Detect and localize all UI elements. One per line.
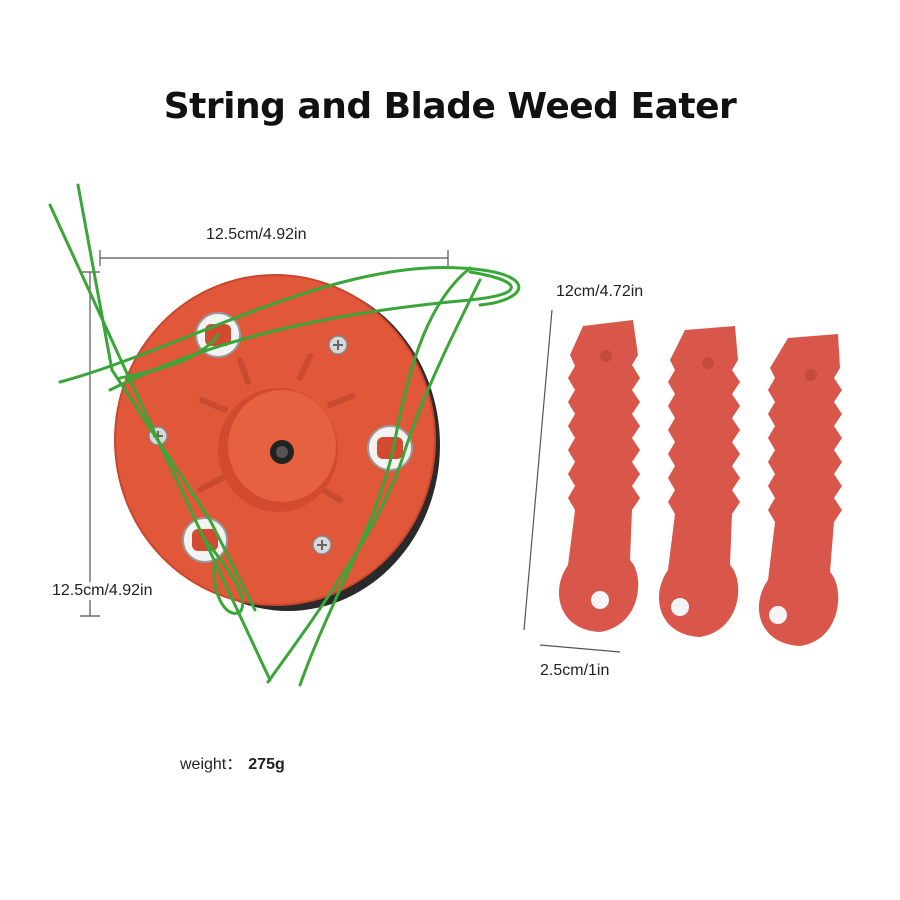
weight-label: weight：	[180, 756, 243, 773]
blade-length-dimension-line	[523, 309, 553, 631]
product-title: String and Blade Weed Eater	[163, 86, 737, 127]
replacement-blade	[758, 334, 842, 646]
weight-value: 275g	[248, 756, 285, 773]
spool-width-label: 12.5cm/4.92in	[206, 226, 307, 243]
blade-length-label: 12cm/4.72in	[556, 283, 644, 300]
weight-info: weight： 275g	[180, 750, 285, 774]
trimmer-spool	[114, 274, 440, 611]
trimmer-line	[48, 183, 521, 687]
blade-width-dimension-line	[539, 644, 621, 653]
spool-height-dimension-line	[80, 271, 100, 617]
spool-height-label: 12.5cm/4.92in	[52, 582, 153, 600]
spool-width-dimension-line	[99, 250, 449, 266]
blade-width-label: 2.5cm/1in	[540, 662, 610, 679]
replacement-blade	[658, 326, 740, 637]
replacement-blade	[558, 320, 640, 632]
